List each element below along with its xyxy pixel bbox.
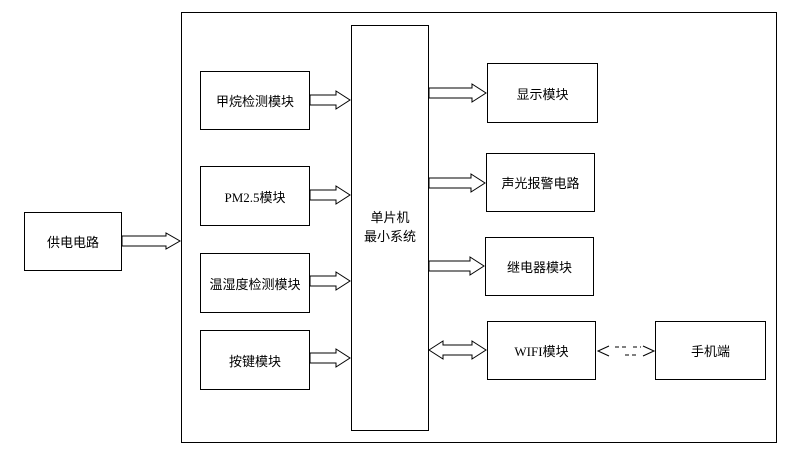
arrow-power-to-system (121, 232, 182, 250)
alarm-circuit-box: 声光报警电路 (486, 153, 595, 212)
arrow-mcu-to-relay (428, 256, 485, 276)
arrow-mcu-to-display (428, 83, 487, 103)
arrow-mcu-to-alarm (428, 173, 486, 193)
methane-module-label: 甲烷检测模块 (215, 95, 294, 110)
phone-box: 手机端 (655, 321, 766, 380)
mcu-label-line2: 最小系统 (363, 230, 416, 245)
power-supply-label: 供电电路 (46, 236, 99, 251)
arrow-methane-to-mcu (309, 90, 351, 110)
temp-humidity-module-label: 温湿度检测模块 (209, 277, 301, 293)
alarm-circuit-label: 声光报警电路 (501, 177, 580, 192)
pm25-module-box: PM2.5模块 (200, 166, 310, 226)
phone-label: 手机端 (690, 345, 730, 360)
relay-module-box: 继电器模块 (485, 237, 594, 296)
arrow-mcu-wifi-bidirectional (428, 340, 487, 360)
power-supply-box: 供电电路 (24, 212, 122, 271)
methane-module-box: 甲烷检测模块 (200, 71, 310, 130)
arrow-temp-humidity-to-mcu (309, 271, 351, 291)
wifi-module-label: WIFI模块 (514, 344, 569, 359)
key-module-label: 按键模块 (228, 354, 281, 370)
key-module-box: 按键模块 (200, 330, 310, 390)
relay-module-label: 继电器模块 (506, 261, 572, 276)
mcu-box: 单片机 最小系统 (351, 25, 429, 431)
display-module-box: 显示模块 (487, 63, 598, 123)
wifi-module-box: WIFI模块 (487, 321, 596, 380)
pm25-module-label: PM2.5模块 (224, 189, 286, 205)
temp-humidity-module-box: 温湿度检测模块 (200, 253, 310, 313)
arrow-key-to-mcu (309, 348, 351, 368)
mcu-label-line1: 单片机 (370, 211, 410, 226)
display-module-label: 显示模块 (516, 87, 569, 103)
arrow-pm25-to-mcu (309, 185, 351, 205)
wireless-link-wifi-phone (596, 345, 656, 357)
